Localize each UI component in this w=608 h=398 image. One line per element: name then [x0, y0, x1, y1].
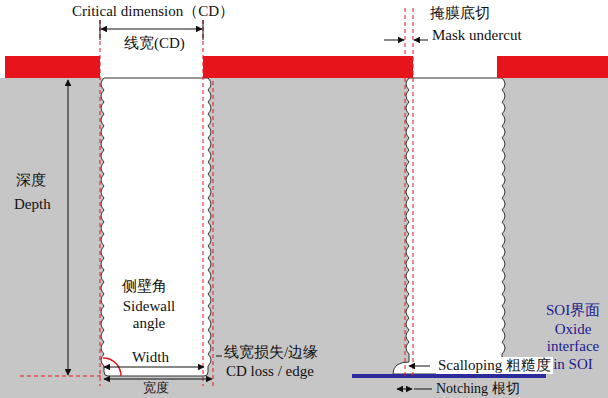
dimension-label: 宽度: [143, 381, 169, 396]
silicon-substrate: [0, 78, 608, 398]
angle-label: Sidewall angle: [116, 298, 182, 333]
trench-profile: [393, 78, 518, 374]
interface-label: SOI界面: [546, 302, 600, 319]
annotation-label: Scalloping 粗糙度: [436, 357, 553, 374]
annotation-label: CD loss / edge: [226, 363, 314, 380]
mask-layer: [5, 56, 608, 78]
etched-trenches: [101, 78, 518, 376]
annotation-label: 掩膜底切: [430, 5, 490, 22]
trench-profile: [101, 78, 211, 376]
annotation-label: 线宽损失/边缘: [224, 344, 318, 361]
dimension-label: Critical dimension（CD）: [72, 3, 234, 20]
dimension-arrows: [68, 20, 432, 389]
annotation-label: Notching 根切: [436, 381, 520, 397]
angle-label: 侧壁角: [122, 278, 167, 295]
dimension-label: 深度: [16, 172, 46, 189]
annotation-label: Mask undercut: [432, 27, 522, 44]
soi-oxide-line: [352, 374, 546, 378]
dimension-label: Depth: [14, 196, 51, 213]
dimension-label: Width: [132, 349, 169, 366]
reference-dashes: [20, 8, 413, 386]
dimension-label: 线宽(CD): [124, 35, 185, 52]
